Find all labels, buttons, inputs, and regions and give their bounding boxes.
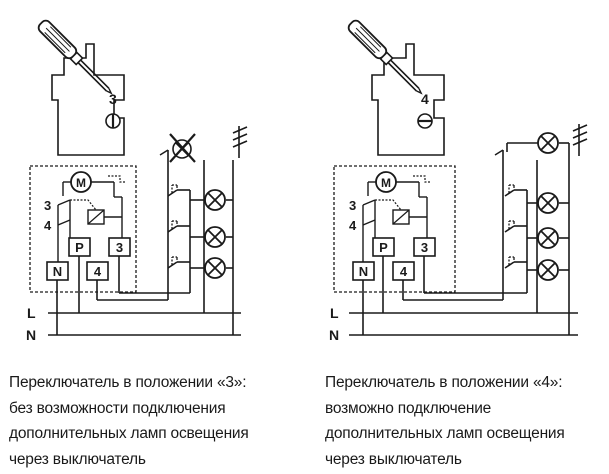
caption-line: Переключатель в положении «4»: <box>325 374 563 391</box>
contact-3-label: 3 <box>349 198 356 213</box>
motor-label: M <box>381 176 391 190</box>
caption-left: Переключатель в положении «3»: без возмо… <box>9 370 249 472</box>
triple-wire-icon <box>232 125 248 159</box>
caption-line: Переключатель в положении «3»: <box>9 374 247 391</box>
position-number: 4 <box>421 91 429 107</box>
extra-lamp-icon <box>537 132 559 154</box>
svg-text:4: 4 <box>94 264 102 279</box>
lamp-2-icon <box>537 227 559 249</box>
svg-text:P: P <box>379 240 388 255</box>
caption-right: Переключатель в положении «4»: возможно … <box>325 370 565 472</box>
line-n-label: N <box>329 327 339 343</box>
line-l-label: L <box>27 305 36 321</box>
switch-2-icon <box>504 220 524 233</box>
switch-2-icon <box>167 220 187 233</box>
caption-line: без возможности подключения <box>9 399 226 417</box>
caption-line: через выключатель <box>9 450 146 468</box>
svg-text:4: 4 <box>400 264 408 279</box>
lamp-1-icon <box>204 189 226 211</box>
svg-text:P: P <box>75 240 84 255</box>
caption-line: через выключатель <box>325 450 462 468</box>
svg-text:N: N <box>53 264 62 279</box>
contact-3-label: 3 <box>44 198 51 213</box>
switch-3-icon <box>504 256 524 269</box>
switch-3-icon <box>167 256 187 269</box>
forbidden-lamp-icon <box>169 133 196 163</box>
diagram-left: L N 3 M 3 4 P 3 <box>26 17 248 343</box>
switch-1-icon <box>167 184 187 197</box>
caption-line: дополнительных ламп освещения <box>9 425 249 442</box>
lamp-3-icon <box>204 257 226 279</box>
contact-4-label: 4 <box>44 218 52 233</box>
lamp-1-icon <box>537 192 559 214</box>
triple-wire-icon <box>572 123 588 157</box>
svg-text:3: 3 <box>116 240 123 255</box>
caption-line: дополнительных ламп освещения <box>325 425 565 442</box>
svg-text:3: 3 <box>421 240 428 255</box>
line-n-label: N <box>26 327 36 343</box>
lamp-2-icon <box>204 226 226 248</box>
contact-4-label: 4 <box>349 218 357 233</box>
position-number: 3 <box>109 91 117 107</box>
diagram-right: L N 4 M 3 4 P 3 N 4 <box>329 17 588 343</box>
caption-line: возможно подключение <box>325 399 492 417</box>
switch-1-icon <box>504 184 524 197</box>
svg-text:N: N <box>359 264 368 279</box>
lamp-3-icon <box>537 259 559 281</box>
motor-label: M <box>76 176 86 190</box>
line-l-label: L <box>330 305 339 321</box>
